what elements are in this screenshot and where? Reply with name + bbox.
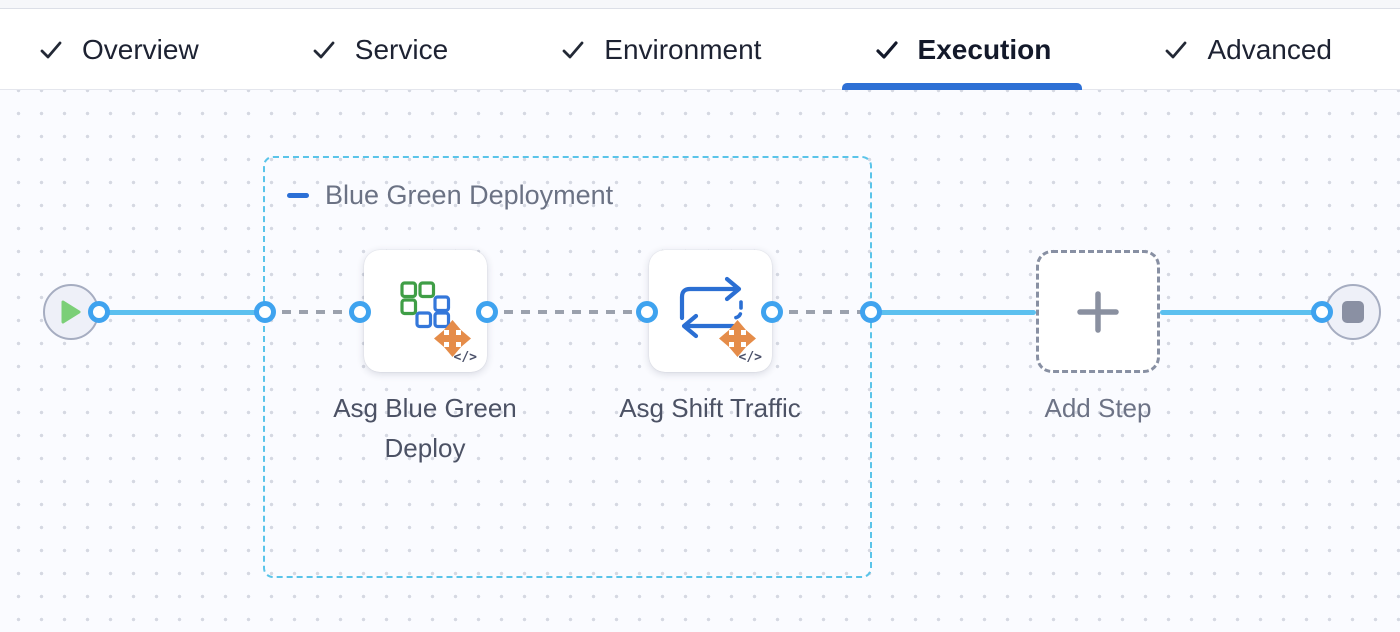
tab-label: Environment <box>604 33 762 65</box>
stop-icon <box>1342 301 1364 323</box>
flow-line <box>1160 310 1322 315</box>
tab-advanced[interactable]: Advanced <box>1163 10 1332 89</box>
connector-port-group-in[interactable] <box>254 301 276 323</box>
tab-environment[interactable]: Environment <box>560 10 761 89</box>
flow-line-dashed <box>772 310 871 314</box>
asg-move-arrows-icon <box>434 320 471 357</box>
tab-service[interactable]: Service <box>311 10 448 89</box>
play-icon <box>61 300 81 324</box>
check-icon <box>313 41 335 58</box>
code-icon: </> <box>738 350 762 365</box>
flow-line-dashed <box>265 310 360 314</box>
tab-execution[interactable]: Execution <box>842 10 1083 90</box>
check-icon <box>40 41 62 58</box>
connector-port-step2-out[interactable] <box>761 301 783 323</box>
collapse-minus-icon[interactable] <box>287 193 309 198</box>
check-icon <box>875 40 898 59</box>
connector-port-end-in[interactable] <box>1311 301 1333 323</box>
connector-port-step1-out[interactable] <box>476 301 498 323</box>
asg-shift-traffic-icon <box>679 276 756 357</box>
pipeline-end-node[interactable] <box>1325 284 1381 340</box>
flow-line <box>871 310 1036 315</box>
tab-label: Service <box>354 33 449 65</box>
add-step-label: Add Step <box>1044 393 1152 423</box>
group-header: Blue Green Deployment <box>287 180 613 211</box>
tab-label: Execution <box>917 33 1052 65</box>
connector-port-step1-in[interactable] <box>349 301 371 323</box>
check-icon <box>562 41 584 58</box>
stage-group-blue-green-deployment <box>263 156 872 578</box>
tab-label: Overview <box>82 33 199 65</box>
tab-overview[interactable]: Overview <box>38 10 199 89</box>
pipeline-canvas[interactable]: Blue Green Deployment <box>0 90 1400 632</box>
active-tab-underline <box>842 83 1083 90</box>
connector-port-group-out[interactable] <box>860 301 882 323</box>
tab-label: Advanced <box>1207 33 1332 65</box>
group-label: Blue Green Deployment <box>325 180 614 210</box>
wizard-tab-bar: Overview Service Environment Execution A… <box>0 10 1400 90</box>
flow-line <box>100 310 265 315</box>
asg-move-arrows-icon <box>719 320 756 357</box>
asg-blue-green-deploy-icon <box>400 281 471 357</box>
step-label-asg-blue-green-deploy: Asg Blue Green Deploy <box>333 393 517 463</box>
window-top-strip <box>0 0 1400 9</box>
check-icon <box>1166 41 1187 58</box>
step-card-asg-shift-traffic[interactable]: </> <box>649 250 772 372</box>
plus-icon <box>1077 290 1119 333</box>
step-label-asg-shift-traffic: Asg Shift Traffic <box>619 393 801 423</box>
connector-port-start-out[interactable] <box>88 301 110 323</box>
connector-port-step2-in[interactable] <box>636 301 658 323</box>
code-icon: </> <box>453 350 477 365</box>
step-card-asg-blue-green-deploy[interactable]: </> <box>364 250 487 372</box>
add-step-button[interactable] <box>1036 250 1160 373</box>
flow-line-dashed <box>487 310 647 314</box>
